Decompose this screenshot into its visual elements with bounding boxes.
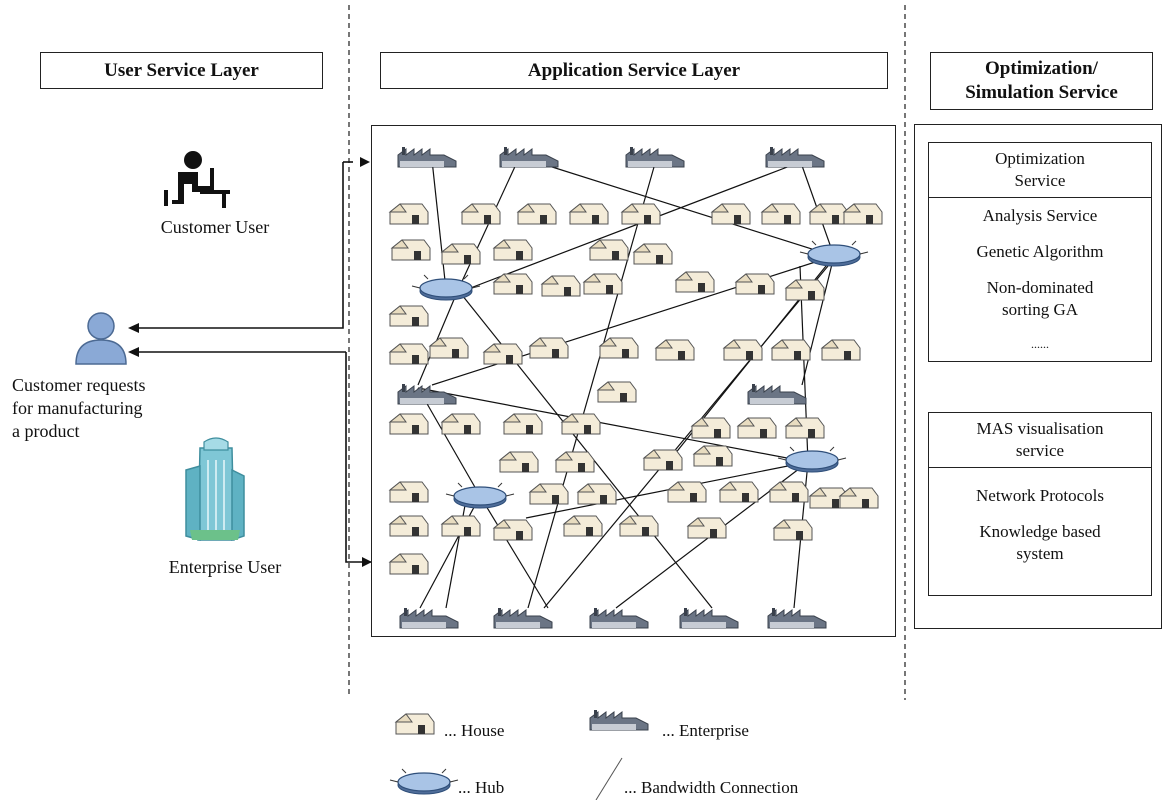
genetic-algorithm-item: Genetic Algorithm: [976, 242, 1104, 261]
legend-icons: [389, 709, 649, 800]
customer-requests-label: Customer requests for manufacturing a pr…: [12, 375, 146, 441]
enterprise-building-icon: [185, 437, 245, 542]
system-item: system: [1016, 544, 1064, 563]
arrow-heads: [128, 157, 372, 567]
more-items-ellipsis: ......: [1031, 337, 1049, 351]
knowledge-based-item: Knowledge based: [979, 522, 1101, 541]
sorting-ga-item: sorting GA: [1001, 300, 1079, 319]
customer-user-icon: [164, 151, 230, 208]
legend-house-label: ... House: [444, 721, 505, 740]
legend-enterprise-label: ... Enterprise: [662, 721, 749, 740]
legend-bandwidth-label: ... Bandwidth Connection: [624, 778, 799, 797]
analysis-service-item: Analysis Service: [982, 206, 1098, 225]
bandwidth-legend-line: [595, 757, 623, 800]
network-protocols-item: Network Protocols: [976, 486, 1104, 505]
customer-user-label: Customer User: [160, 217, 270, 237]
application-service-layer-header: Application Service Layer: [380, 52, 888, 89]
optimization-simulation-header: Optimization/ Simulation Service: [930, 52, 1153, 110]
non-dominated-item: Non-dominated: [986, 278, 1094, 297]
legend-hub-label: ... Hub: [458, 778, 505, 797]
enterprise-user-label: Enterprise User: [168, 557, 282, 577]
mas-service-title-box: MAS visualisation service: [928, 412, 1152, 468]
customer-request-icon: [75, 312, 127, 365]
optimization-service-title-box: Optimization Service: [928, 142, 1152, 198]
user-service-layer-header: User Service Layer: [40, 52, 323, 89]
house-nodes: [389, 203, 883, 575]
